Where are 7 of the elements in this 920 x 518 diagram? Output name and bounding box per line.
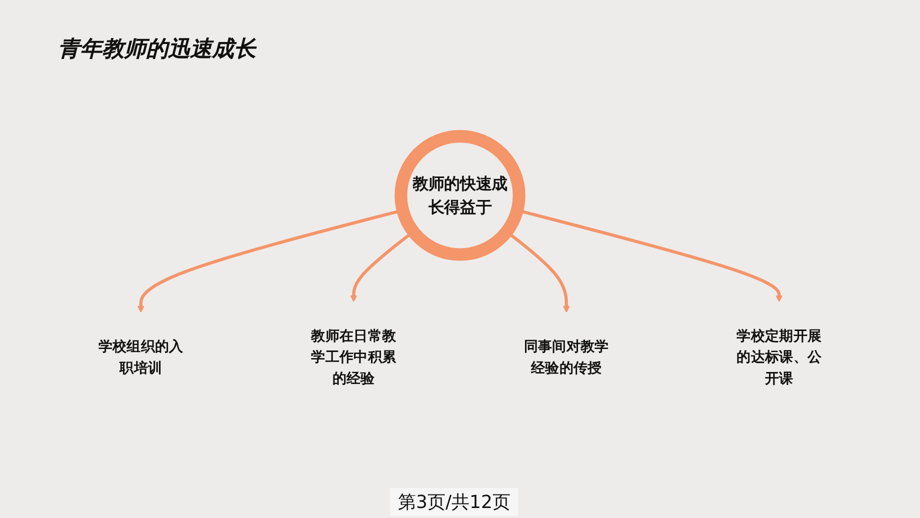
page-number: 第3页/共12页 [390,488,518,516]
node-text: 学校组织的入职培训 [98,338,184,377]
node-text: 同事间对教学经验的传授 [524,338,609,377]
node-text: 学校定期开展的达标课、公开课 [736,328,822,388]
node-text: 教师在日常教学工作中积累的经验 [311,328,396,388]
title: 青年教师的迅速成长 [58,36,256,64]
node-circle: 教师的快速成长得益于 [394,130,526,262]
